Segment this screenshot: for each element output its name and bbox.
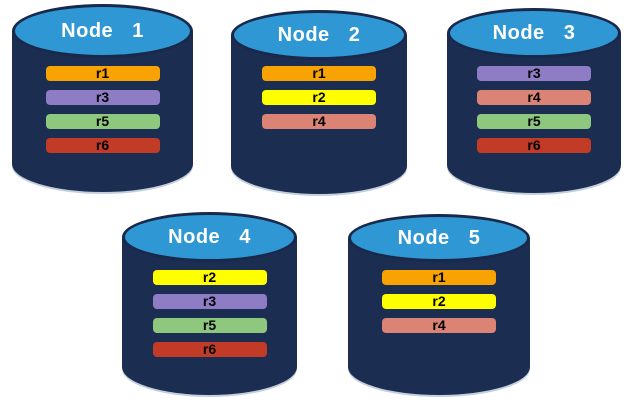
node-3: Node 3 r3 r4 r5 r6 — [447, 8, 621, 193]
cylinder-top: Node 1 — [12, 4, 193, 58]
node-label: Node 5 — [397, 226, 481, 249]
replica-bar-r5: r5 — [477, 114, 591, 129]
cylinder-top: Node 4 — [122, 212, 297, 262]
cylinder-body — [447, 33, 621, 193]
cylinder-body — [122, 237, 297, 395]
replica-bar-r1: r1 — [382, 270, 496, 285]
cylinder-top: Node 5 — [348, 214, 530, 262]
replica-bar-r6: r6 — [477, 138, 591, 153]
replica-bar-r5: r5 — [152, 318, 267, 333]
replica-bar-r4: r4 — [477, 90, 591, 105]
replica-list: r1 r2 r4 — [231, 66, 407, 129]
replica-bar-r1: r1 — [262, 66, 376, 81]
replica-bar-r3: r3 — [477, 66, 591, 81]
node-label: Node 2 — [277, 23, 361, 46]
replica-list: r1 r2 r4 — [348, 270, 530, 333]
replica-bar-r3: r3 — [45, 90, 160, 105]
replica-list: r2 r3 r5 r6 — [122, 270, 297, 357]
cylinder-body — [348, 238, 530, 395]
replica-bar-r1: r1 — [45, 66, 160, 81]
node-4: Node 4 r2 r3 r5 r6 — [122, 212, 297, 395]
node-1: Node 1 r1 r3 r5 r6 — [12, 4, 193, 192]
node-5: Node 5 r1 r2 r4 — [348, 214, 530, 395]
replica-bar-r4: r4 — [382, 318, 496, 333]
replica-list: r3 r4 r5 r6 — [447, 66, 621, 153]
node-label: Node 4 — [168, 225, 251, 248]
replica-bar-r6: r6 — [152, 342, 267, 357]
replica-bar-r2: r2 — [152, 270, 267, 285]
replica-bar-r5: r5 — [45, 114, 160, 129]
replica-bar-r2: r2 — [262, 90, 376, 105]
replica-bar-r2: r2 — [382, 294, 496, 309]
replica-list: r1 r3 r5 r6 — [12, 66, 193, 153]
node-label: Node 3 — [492, 21, 576, 44]
node-2: Node 2 r1 r2 r4 — [231, 10, 407, 194]
replica-bar-r6: r6 — [45, 138, 160, 153]
cylinder-top: Node 2 — [231, 10, 407, 60]
node-label: Node 1 — [61, 19, 144, 42]
replica-bar-r4: r4 — [262, 114, 376, 129]
replica-bar-r3: r3 — [152, 294, 267, 309]
cylinder-top: Node 3 — [447, 8, 621, 58]
